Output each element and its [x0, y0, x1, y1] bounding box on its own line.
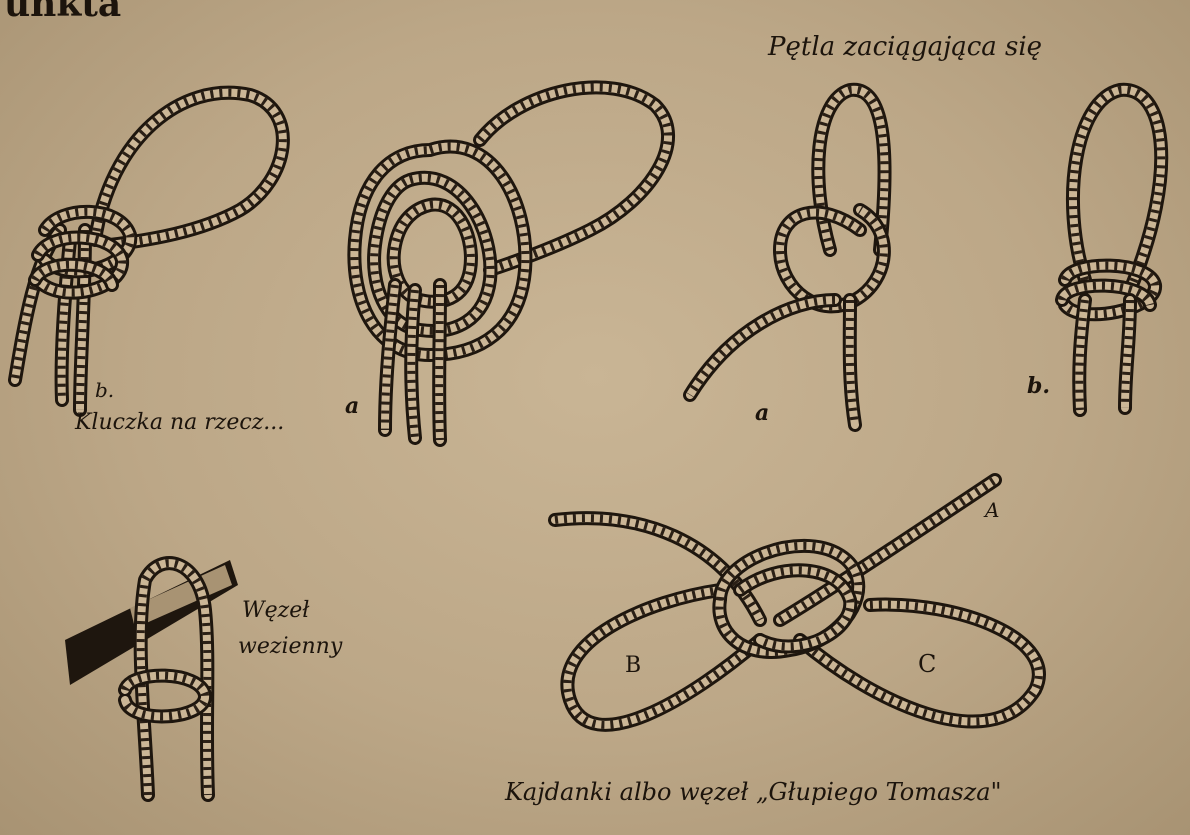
knot-2-multi-loop-drawing	[354, 87, 668, 440]
handcuff-caption: Kajdanki albo węzeł „Głupiego Tomasza"	[505, 780, 1002, 804]
handcuff-letter-b: B	[625, 655, 641, 677]
rail-knot-caption-line-2: wezienny	[238, 636, 342, 658]
knot-4-letter: b.	[1027, 375, 1050, 397]
knot-3-slip-loop-a-drawing	[690, 90, 885, 425]
handcuff-letter-c: C	[918, 652, 936, 676]
rope-stroke	[439, 285, 440, 440]
knot-1-caption: Kluczka na rzecz...	[75, 412, 284, 434]
knot-6-handcuff-knot-drawing	[555, 480, 1039, 725]
knot-5-rail-knot-drawing	[65, 560, 238, 795]
rail-knot-caption-line-1: Węzeł	[242, 600, 309, 622]
rope-stroke	[690, 300, 835, 395]
knot-2-letter: a	[345, 395, 359, 417]
knot-1-loop-drawing	[15, 93, 283, 410]
knot-4-slip-loop-b-drawing	[1062, 90, 1161, 410]
knot-3-letter: a	[755, 402, 769, 424]
slip-loop-title: Pętla zaciągająca się	[768, 34, 1042, 60]
knot-1-letter: b.	[95, 380, 114, 400]
header-text-fragment: unkta	[4, 0, 121, 22]
handcuff-letter-a: A	[985, 500, 999, 520]
